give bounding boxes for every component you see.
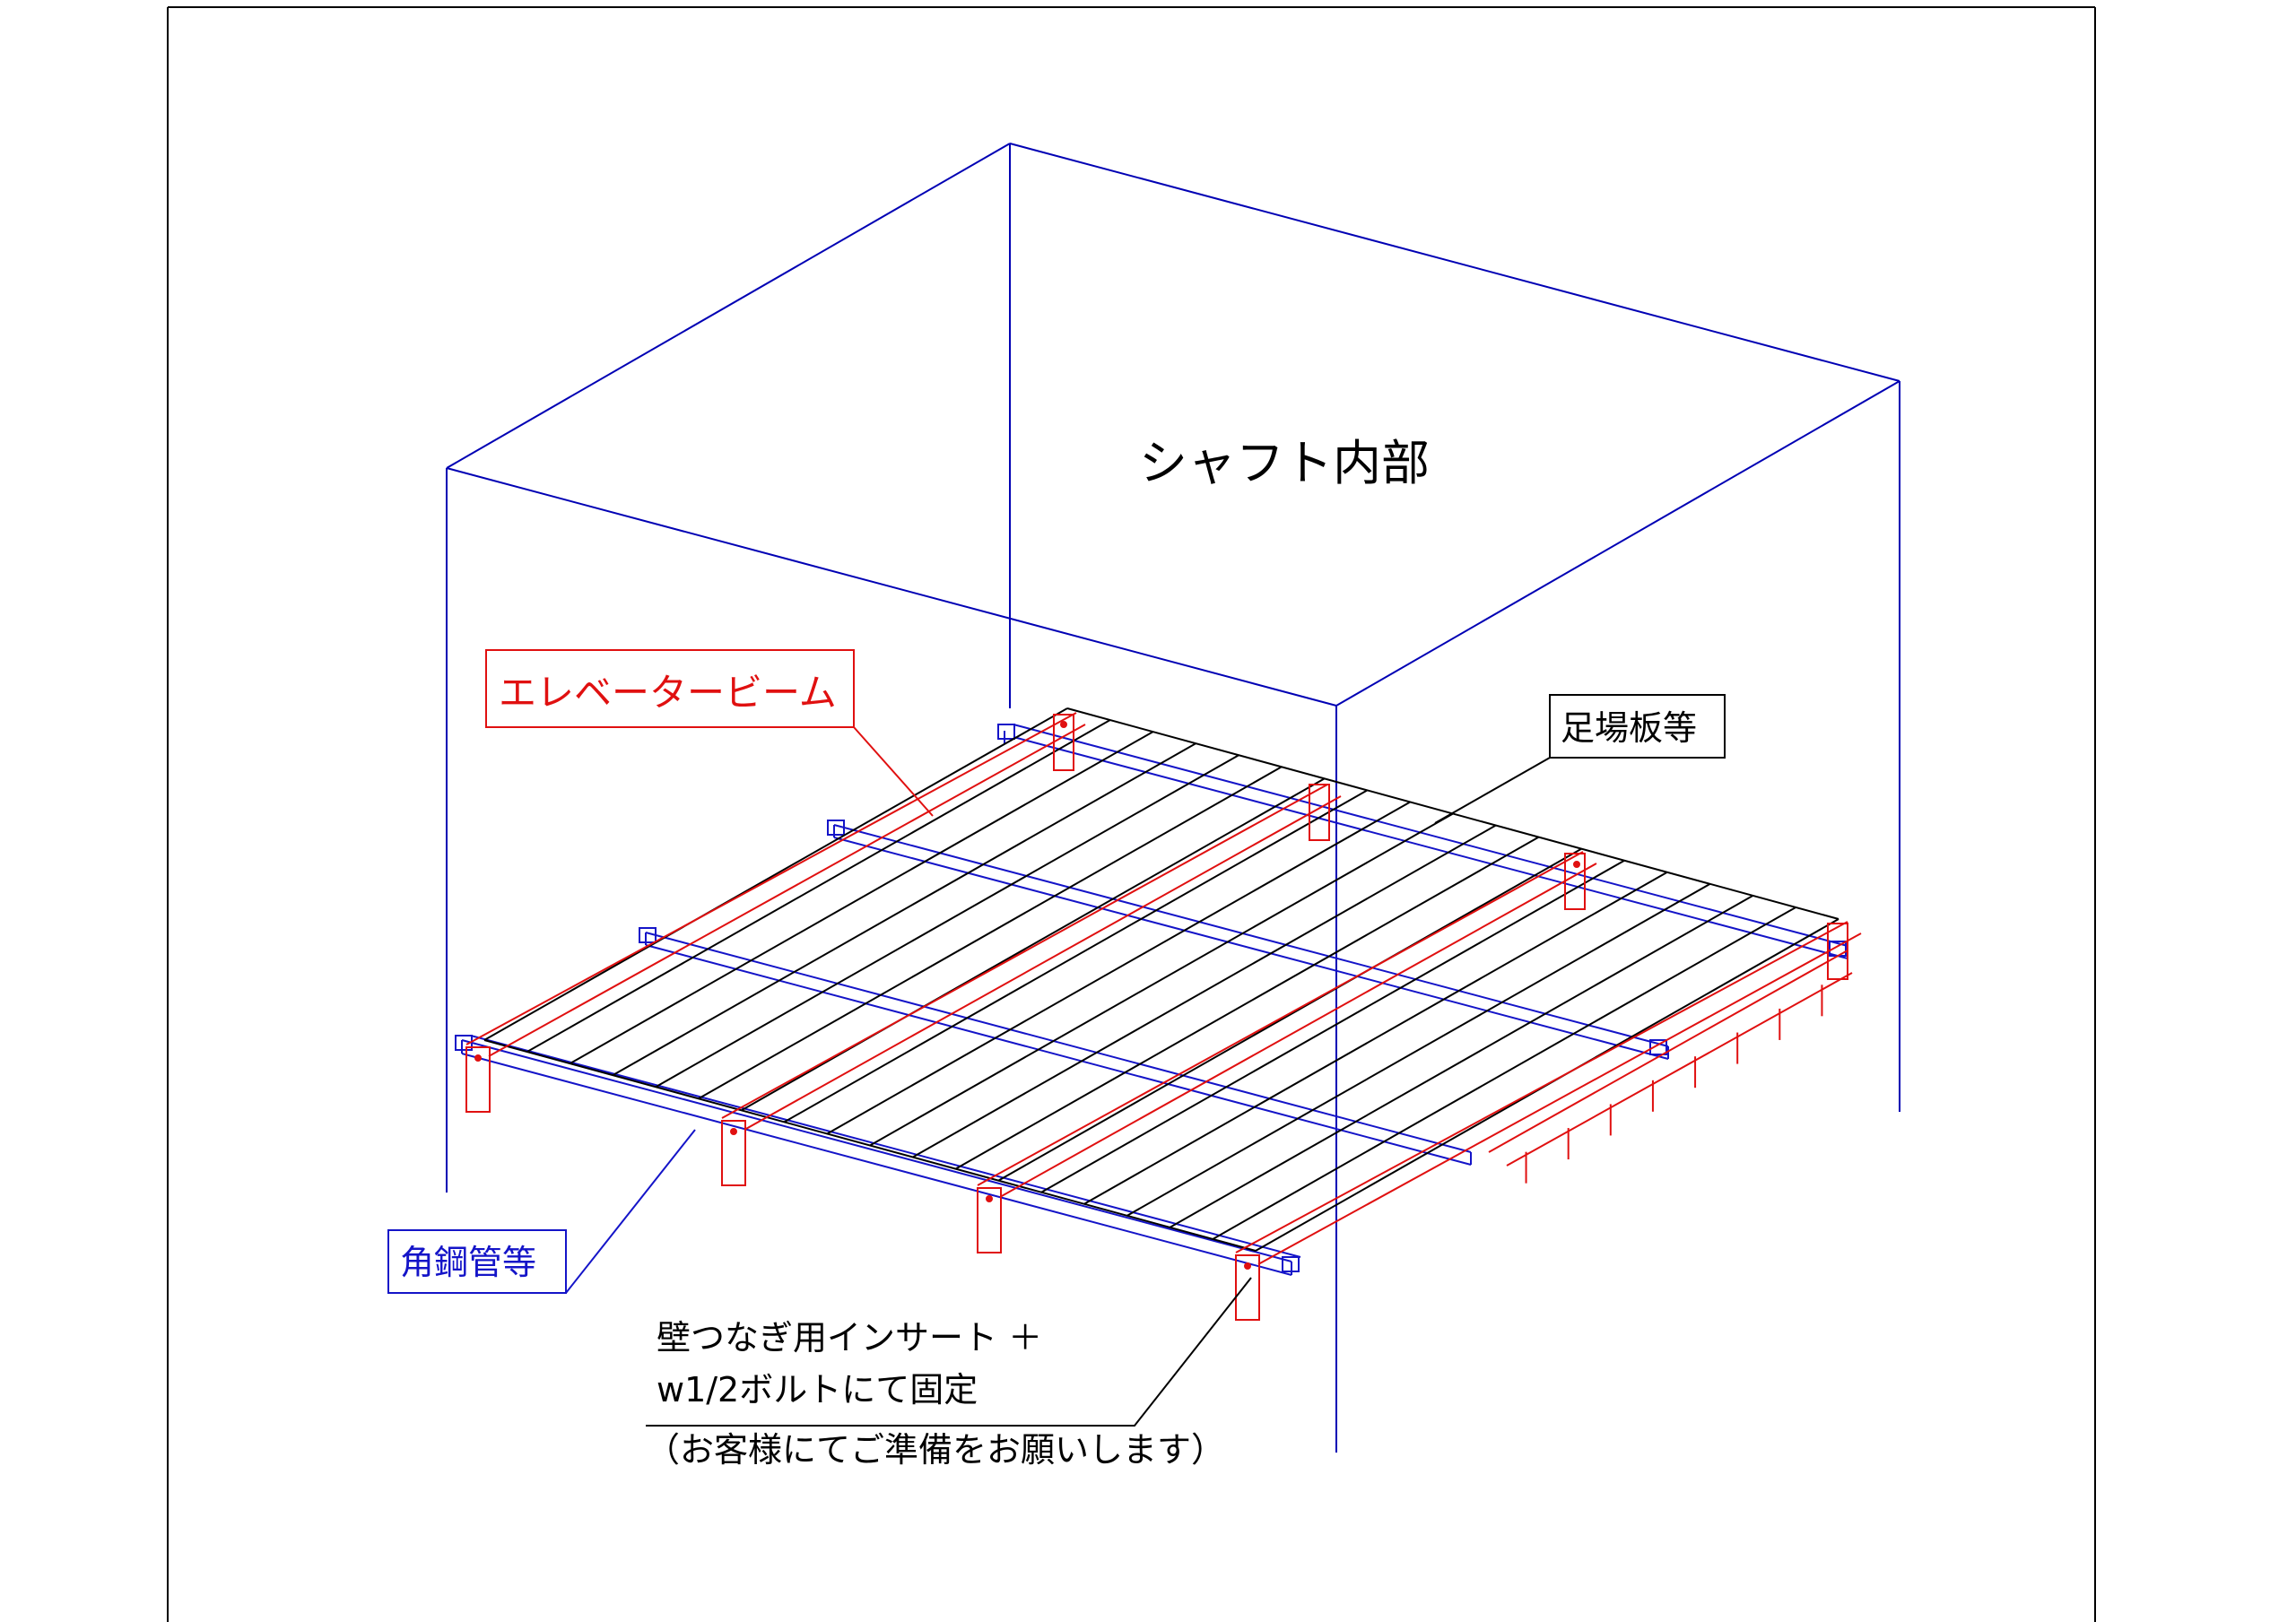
diagram-title: シャフト内部 [1139, 435, 1430, 491]
note-leader [646, 1277, 1252, 1427]
elevator-beam-label-box [485, 649, 855, 728]
board-seam [826, 801, 1411, 1135]
scaffold-board-leader [1434, 757, 1551, 824]
beam-line [721, 784, 1328, 1119]
board-seam [526, 719, 1111, 1053]
beam-line [999, 863, 1597, 1198]
beam-line [488, 724, 1086, 1057]
square-pipe-leader [565, 1129, 696, 1294]
board-seam [1126, 882, 1711, 1217]
anchor-plates [465, 714, 1848, 1321]
note-line-2: w1/2ボルトにて固定 [657, 1370, 978, 1409]
elevator-beam-leader [853, 726, 934, 817]
board-seam [655, 754, 1239, 1089]
beam-line [1257, 932, 1862, 1265]
board-seam [698, 766, 1283, 1100]
board-seam [997, 847, 1582, 1182]
shaft-outline [446, 143, 1900, 1453]
board-seam [1212, 906, 1796, 1240]
board-seam [955, 836, 1540, 1170]
beam-line [1235, 921, 1848, 1253]
board-seam [912, 824, 1497, 1158]
scaffold-board-label-box [1549, 694, 1726, 759]
beam-line [744, 795, 1342, 1131]
beam-line [977, 851, 1584, 1186]
board-seam [1040, 859, 1625, 1193]
square-pipe-label: 角鋼管等 [400, 1243, 536, 1282]
square-pipes [455, 724, 1848, 1276]
beam-line [465, 712, 1077, 1045]
board-seam [570, 731, 1154, 1064]
board-seam [1169, 895, 1753, 1228]
beam-line [1488, 950, 1848, 1153]
square-pipe-label-box [387, 1229, 567, 1294]
board-seam [1083, 871, 1668, 1205]
note-line-1: 壁つなぎ用インサート ＋ [657, 1318, 1042, 1357]
board-seam [783, 789, 1368, 1123]
note-line-3: （お客様にてご準備をお願いします） [646, 1430, 1225, 1470]
board-seam [869, 812, 1454, 1147]
scaffold-boards [483, 707, 1839, 1252]
drawing-frame [167, 6, 2096, 1622]
board-seam [612, 742, 1196, 1077]
board-seam [741, 777, 1326, 1112]
elevator-beams [465, 712, 1862, 1265]
board-edge [483, 707, 1068, 1041]
elevator-beam-label: エレベータービーム [499, 671, 837, 715]
beam-line [1506, 972, 1853, 1167]
scaffold-board-label: 足場板等 [1561, 708, 1697, 748]
